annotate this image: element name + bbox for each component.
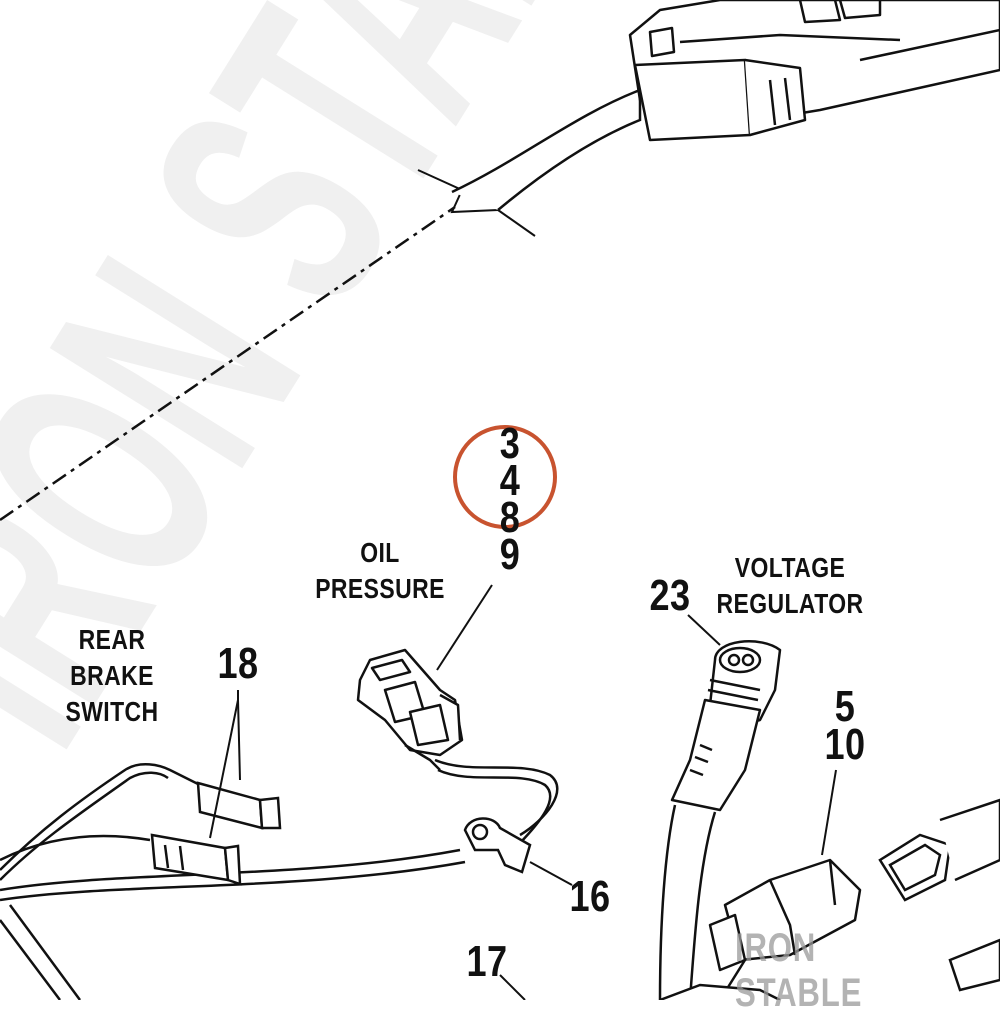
voltage-regulator-wire — [658, 804, 717, 1001]
oil-pressure-connector — [356, 648, 464, 771]
rear-brake-connector-upper — [196, 781, 282, 830]
harness-clip — [463, 817, 532, 874]
callout-ref-23: 23 — [649, 571, 691, 620]
callout-ref-9: 9 — [499, 530, 521, 579]
highlight-circle — [453, 425, 557, 529]
callout-ref-17: 17 — [466, 937, 508, 986]
oil-pressure-label-line2: PRESSURE — [315, 573, 445, 604]
voltage-regulator-label-line1: VOLTAGE — [734, 552, 846, 583]
harness-routing-dashed-line — [0, 205, 456, 522]
rear-brake-switch-label: REAR BRAKE SWITCH — [63, 622, 161, 730]
harness-break-symbol — [417, 169, 536, 237]
control-module — [628, 0, 1000, 142]
rear-brake-label-line2: BRAKE — [70, 660, 154, 691]
callout-ref-18: 18 — [217, 639, 259, 688]
callout-ref-5: 5 — [834, 682, 856, 731]
rear-brake-connector-lower — [150, 833, 242, 886]
leader-lines — [209, 584, 837, 1001]
watermark-small: IRON STABLE — [735, 926, 863, 1015]
callout-ref-16: 16 — [569, 872, 611, 921]
oil-pressure-label-line1: OIL — [360, 537, 400, 568]
voltage-regulator-label-line2: REGULATOR — [716, 588, 864, 619]
voltage-regulator-connector — [670, 640, 782, 812]
right-side-component — [659, 798, 1000, 1002]
callout-ref-3: 3 — [499, 419, 521, 468]
oil-pressure-label: OIL PRESSURE — [314, 535, 445, 607]
connector-5-10 — [708, 858, 862, 1001]
rear-brake-label-line3: SWITCH — [65, 696, 159, 727]
callout-ref-10: 10 — [824, 720, 866, 769]
rear-brake-label-line1: REAR — [78, 624, 146, 655]
callout-ref-8: 8 — [499, 493, 521, 542]
voltage-regulator-label: VOLTAGE REGULATOR — [716, 550, 864, 622]
callout-ref-4: 4 — [499, 456, 521, 505]
callout-oil-pressure-refs: 3 4 8 9 — [485, 419, 534, 579]
callout-connector-refs: 5 10 — [816, 682, 873, 769]
main-harness-wires — [0, 763, 466, 1001]
